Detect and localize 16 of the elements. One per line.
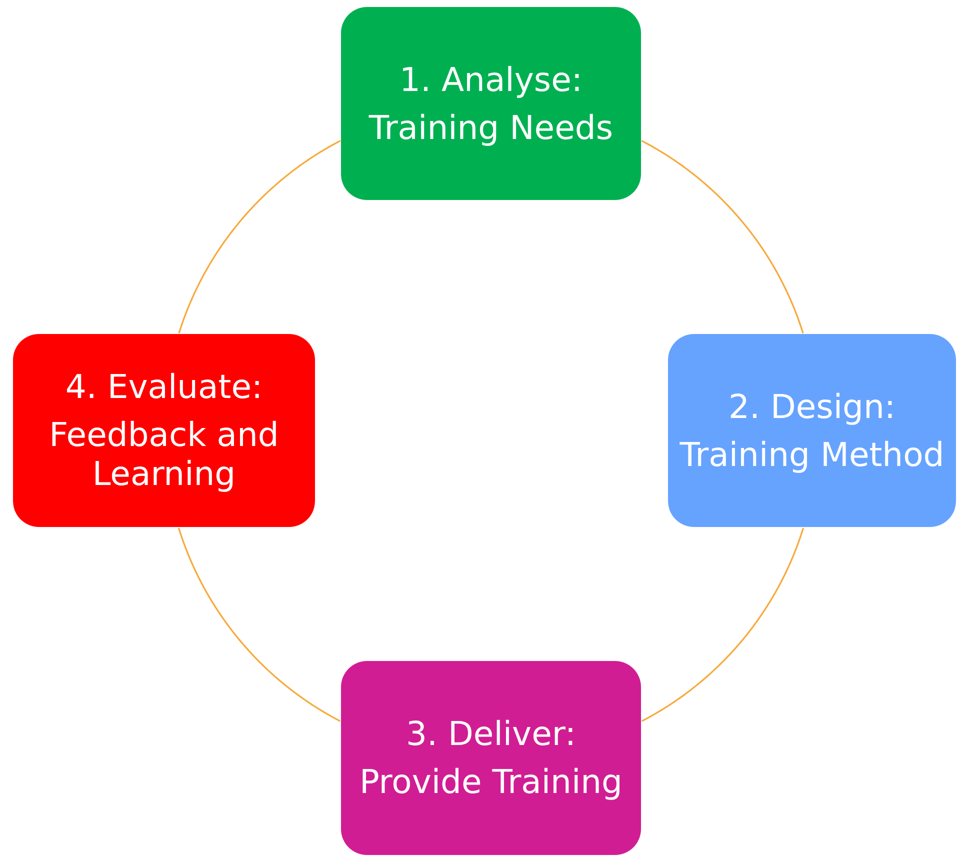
step-box — [668, 334, 956, 527]
step-title: 2. Design: — [728, 386, 896, 426]
step-description: Feedback and Learning — [48, 414, 280, 494]
step-box — [341, 661, 641, 855]
step-title: 4. Evaluate: — [65, 367, 263, 407]
connector-arc — [178, 140, 341, 334]
step-description: Training Needs — [368, 108, 614, 148]
step-description: Provide Training — [359, 762, 622, 802]
connector-arc — [642, 528, 804, 722]
step-title: 3. Deliver: — [406, 714, 576, 754]
step-description: Training Method — [680, 434, 944, 474]
step-box — [341, 7, 641, 200]
step-box — [13, 334, 315, 527]
connector-arc — [178, 528, 340, 722]
connector-arc — [641, 140, 804, 334]
step-title: 1. Analyse: — [400, 60, 582, 100]
